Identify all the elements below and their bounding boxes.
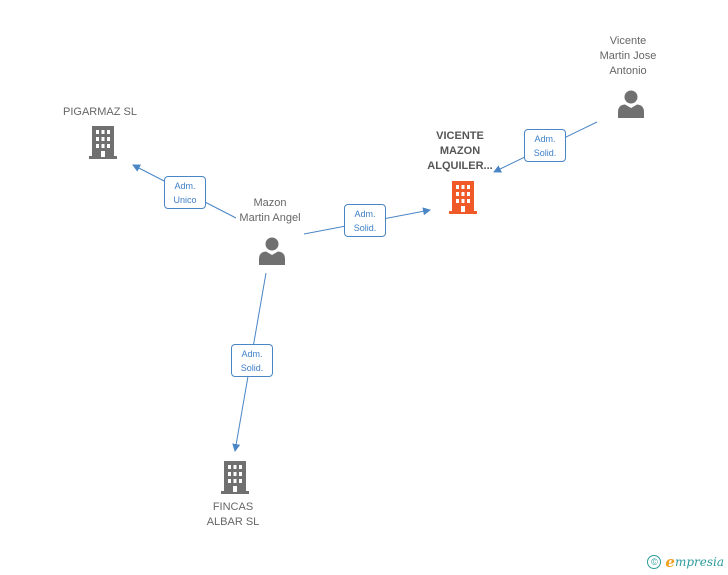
relation-line: Adm. — [354, 209, 376, 219]
node-label-vicente-martin-jose[interactable]: Vicente Martin Jose Antonio — [578, 34, 678, 79]
empresia-logo[interactable]: © e mpresia — [647, 553, 724, 571]
node-label-mazon-martin-angel[interactable]: Mazon Martin Angel — [220, 196, 320, 226]
relation-line: Unico — [173, 195, 197, 205]
node-label-vicente-mazon[interactable]: VICENTE MAZON ALQUILER... — [410, 129, 510, 174]
relation-line: Solid. — [533, 148, 557, 158]
relation-badge-adm-solid[interactable]: Adm. Solid. — [231, 344, 273, 377]
relation-badge-adm-solid[interactable]: Adm. Solid. — [524, 129, 566, 162]
relation-line: Adm. — [241, 349, 263, 359]
building-icon[interactable] — [87, 125, 119, 160]
building-icon[interactable] — [219, 460, 251, 495]
person-icon[interactable] — [257, 236, 287, 266]
node-label-line: Martin Jose — [599, 50, 657, 62]
node-label-line: Martin Angel — [239, 212, 301, 224]
building-icon[interactable] — [447, 180, 479, 215]
copyright-icon: © — [647, 555, 662, 569]
node-label-line: Vicente — [609, 35, 647, 47]
relation-line: Solid. — [240, 363, 264, 373]
node-label-line: FINCAS — [212, 501, 254, 513]
relation-line: Solid. — [353, 223, 377, 233]
node-label-line: Mazon — [253, 197, 287, 209]
person-icon[interactable] — [616, 89, 646, 119]
node-label-line: VICENTE — [436, 130, 484, 142]
relation-line: Adm. — [174, 181, 196, 191]
node-label-pigarmaz[interactable]: PIGARMAZ SL — [50, 105, 150, 120]
brand-name: mpresia — [674, 555, 724, 569]
brand-initial: e — [665, 553, 675, 571]
relation-line: Adm. — [534, 134, 556, 144]
node-label-line: ALBAR SL — [206, 516, 260, 528]
relation-badge-adm-solid[interactable]: Adm. Solid. — [344, 204, 386, 237]
node-label-line: Antonio — [609, 65, 647, 77]
node-label-fincas-albar[interactable]: FINCAS ALBAR SL — [183, 500, 283, 530]
node-label-line: ALQUILER... — [427, 160, 493, 172]
relation-badge-adm-unico[interactable]: Adm. Unico — [164, 176, 206, 209]
node-label-pigarmaz-text: PIGARMAZ SL — [63, 106, 137, 118]
node-label-line: MAZON — [439, 145, 481, 157]
